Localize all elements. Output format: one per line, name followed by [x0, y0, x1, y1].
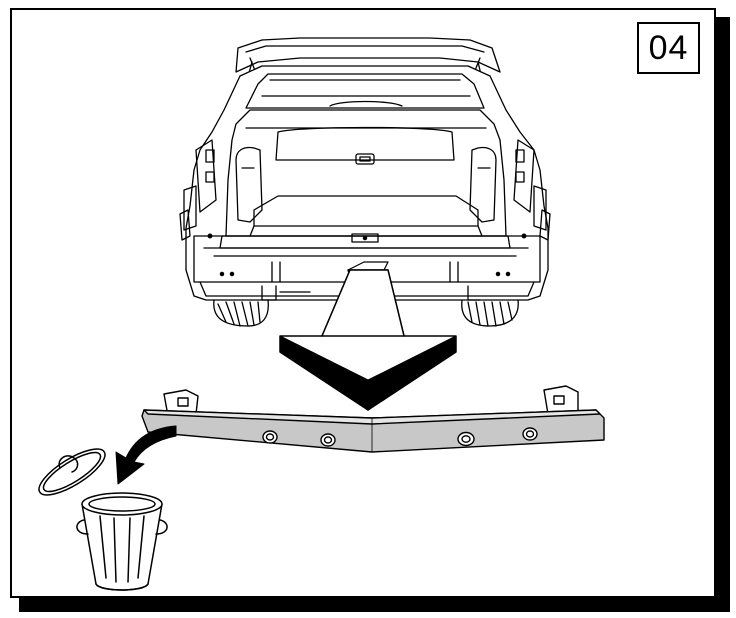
cargo-opening	[225, 109, 507, 237]
trash-can-icon	[38, 448, 168, 591]
body-outline	[185, 65, 549, 301]
discard-arrow-icon	[115, 425, 177, 485]
latch	[355, 153, 375, 165]
step-number-badge: 04	[637, 22, 700, 74]
rear-bumper-beam	[141, 385, 605, 453]
car-rear-view	[179, 37, 551, 327]
beam-holes	[262, 427, 538, 447]
tire-right	[461, 299, 519, 327]
rear-panel	[193, 235, 541, 283]
down-arrow-icon	[279, 261, 457, 411]
